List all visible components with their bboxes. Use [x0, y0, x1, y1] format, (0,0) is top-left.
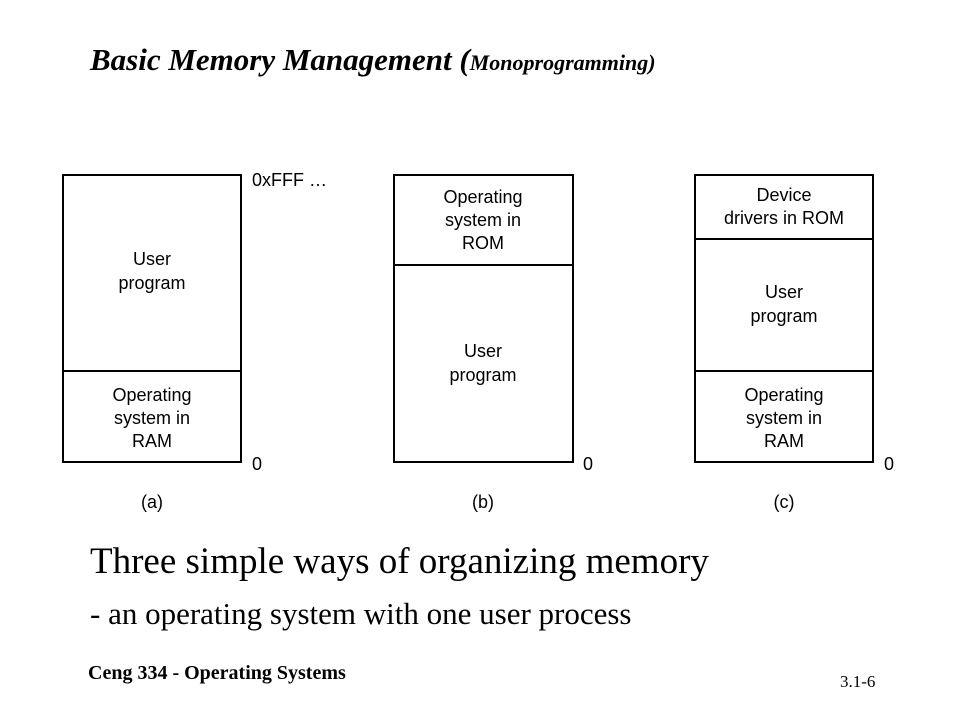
- top-address-label: 0xFFF …: [252, 170, 327, 190]
- region-label-line: User: [464, 341, 502, 361]
- region-label-line: system in: [746, 408, 822, 428]
- layout-b-bottom-address: 0: [583, 454, 593, 474]
- region-label-line: program: [750, 306, 817, 326]
- region-label-line: ROM: [462, 233, 504, 253]
- layout-a-box: [62, 174, 242, 463]
- region-label-line: program: [118, 273, 185, 293]
- layout-c-bottom-address: 0: [884, 454, 894, 474]
- region-label-line: Operating: [744, 385, 823, 405]
- layout-c-box: [694, 174, 874, 463]
- page-number: 3.1-6: [840, 672, 876, 691]
- region-label-line: Device: [756, 185, 811, 205]
- region-label-line: system in: [114, 408, 190, 428]
- layout-c-region-device-drivers: Device drivers in ROM: [724, 185, 844, 228]
- region-label-line: RAM: [764, 431, 804, 451]
- layout-c: Device drivers in ROM User program Opera…: [694, 174, 894, 512]
- layout-c-region-user-program: User program: [750, 282, 817, 326]
- slide-title-sub: Monoprogramming): [469, 50, 656, 75]
- layout-b-label: (b): [472, 492, 494, 512]
- layout-a-bottom-address: 0: [252, 454, 262, 474]
- layout-b-region-os-rom: Operating system in ROM: [443, 187, 522, 253]
- layout-a: User program Operating system in RAM 0xF…: [62, 170, 327, 512]
- region-label-line: system in: [445, 210, 521, 230]
- layout-a-label: (a): [141, 492, 163, 512]
- layout-b: Operating system in ROM User program 0 (…: [393, 174, 593, 512]
- region-label-line: program: [449, 365, 516, 385]
- region-label-line: User: [765, 282, 803, 302]
- layout-c-region-os-ram: Operating system in RAM: [744, 385, 823, 451]
- slide-caption: Three simple ways of organizing memory: [90, 541, 709, 582]
- layout-b-region-user-program: User program: [449, 341, 516, 385]
- slide-caption-detail: - an operating system with one user proc…: [90, 596, 632, 631]
- region-label-line: Operating: [112, 385, 191, 405]
- region-label-line: drivers in ROM: [724, 208, 844, 228]
- layout-b-box: [393, 174, 574, 463]
- region-label-line: User: [133, 249, 171, 269]
- slide-title-main: Basic Memory Management (: [90, 42, 470, 77]
- region-label-line: Operating: [443, 187, 522, 207]
- layout-a-region-os-ram: Operating system in RAM: [112, 385, 191, 451]
- layout-c-label: (c): [774, 492, 795, 512]
- region-label-line: RAM: [132, 431, 172, 451]
- layout-a-region-user-program: User program: [118, 249, 185, 293]
- slide-footer: Ceng 334 - Operating Systems: [88, 662, 346, 684]
- slide-title: Basic Memory Management (Monoprogramming…: [90, 42, 656, 78]
